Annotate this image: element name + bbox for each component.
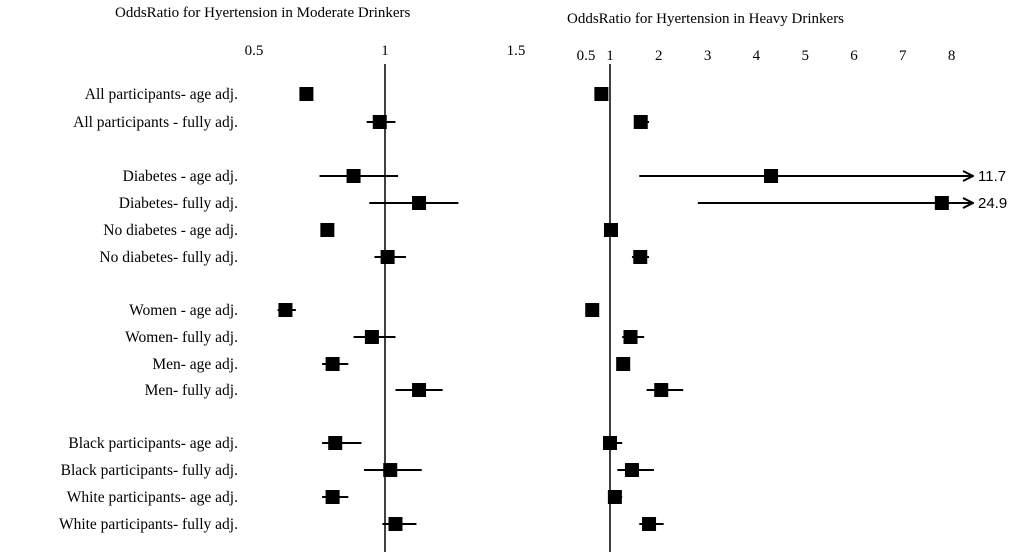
row-label: Women - age adj. [129, 302, 238, 319]
heavy-tick-label: 2 [655, 48, 663, 64]
heavy-panel-title: OddsRatio for Hyertension in Heavy Drink… [567, 11, 844, 27]
heavy-upper-ci-label: 11.7 [978, 168, 1006, 185]
row-label: All participants - fully adj. [73, 114, 238, 131]
row-label: Diabetes - age adj. [123, 168, 238, 185]
moderate-point-estimate [380, 250, 395, 264]
row-label: All participants- age adj. [85, 86, 238, 103]
heavy-point-estimate [585, 303, 600, 317]
heavy-point-estimate [642, 517, 657, 531]
heavy-tick-label: 6 [850, 48, 858, 64]
heavy-point-estimate [623, 330, 638, 344]
heavy-point-estimate [594, 87, 609, 101]
moderate-point-estimate [320, 223, 335, 237]
moderate-panel-title: OddsRatio for Hyertension in Moderate Dr… [115, 5, 411, 21]
heavy-tick-label: 4 [753, 48, 761, 64]
row-label: White participants- age adj. [67, 489, 238, 506]
moderate-point-estimate [372, 115, 387, 129]
moderate-point-estimate [412, 383, 427, 397]
row-label: Black participants- fully adj. [61, 462, 238, 479]
heavy-drinkers-panel: 0.5 1 2 3 4 5 6 7 8 11.7 24.9 [577, 48, 1007, 552]
moderate-point-estimate [325, 357, 340, 371]
moderate-point-estimate [328, 436, 343, 450]
heavy-point-estimate [624, 463, 639, 477]
heavy-tick-label: 7 [899, 48, 907, 64]
moderate-tick-label: 1 [381, 43, 389, 59]
row-label: Men- age adj. [152, 356, 238, 373]
moderate-point-estimate [388, 517, 403, 531]
heavy-point-estimate [633, 115, 648, 129]
heavy-point-estimate [607, 490, 622, 504]
heavy-point-estimate [934, 196, 949, 210]
row-label: No diabetes - age adj. [103, 222, 238, 239]
heavy-tick-label: 1 [606, 48, 614, 64]
row-label: White participants- fully adj. [59, 516, 238, 533]
moderate-point-estimate [364, 330, 379, 344]
heavy-tick-label: 8 [948, 48, 956, 64]
moderate-point-estimate [346, 169, 361, 183]
heavy-point-estimate [616, 357, 631, 371]
row-label: Black participants- age adj. [68, 435, 238, 452]
heavy-tick-label: 3 [704, 48, 712, 64]
moderate-point-estimate [299, 87, 314, 101]
moderate-tick-label: 0.5 [245, 43, 264, 59]
moderate-point-estimate [278, 303, 293, 317]
row-label: No diabetes- fully adj. [99, 249, 238, 266]
moderate-tick-label: 1.5 [507, 43, 526, 59]
heavy-tick-label: 5 [801, 48, 809, 64]
heavy-tick-label: 0.5 [577, 48, 596, 64]
heavy-point-estimate [603, 436, 617, 450]
row-label: Diabetes- fully adj. [119, 195, 238, 212]
row-label: Men- fully adj. [145, 382, 238, 399]
heavy-point-estimate [654, 383, 669, 397]
moderate-point-estimate [325, 490, 340, 504]
moderate-point-estimate [412, 196, 427, 210]
heavy-point-estimate [603, 223, 618, 237]
row-label: Women- fully adj. [125, 329, 238, 346]
heavy-point-estimate [633, 250, 648, 264]
heavy-upper-ci-label: 24.9 [978, 195, 1007, 212]
heavy-point-estimate [764, 169, 779, 183]
moderate-point-estimate [383, 463, 398, 477]
